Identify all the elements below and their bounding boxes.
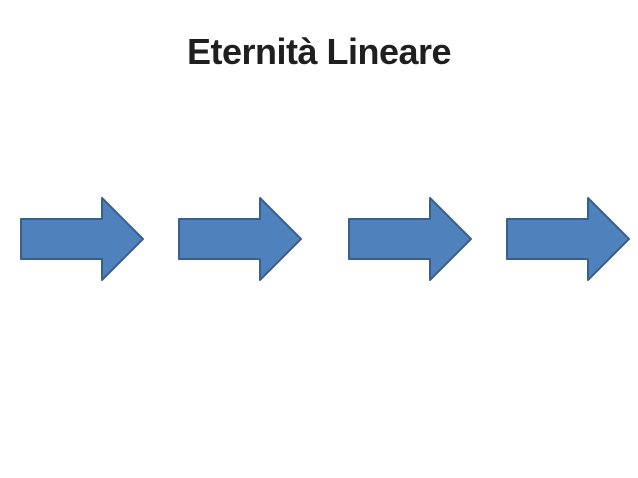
- right-arrow-icon: [506, 197, 630, 281]
- slide-title: Eternità Lineare: [186, 31, 452, 72]
- arrows-row: [0, 197, 638, 281]
- right-arrow-icon: [178, 197, 302, 281]
- right-arrow-icon: [20, 197, 144, 281]
- right-arrow-icon: [348, 197, 472, 281]
